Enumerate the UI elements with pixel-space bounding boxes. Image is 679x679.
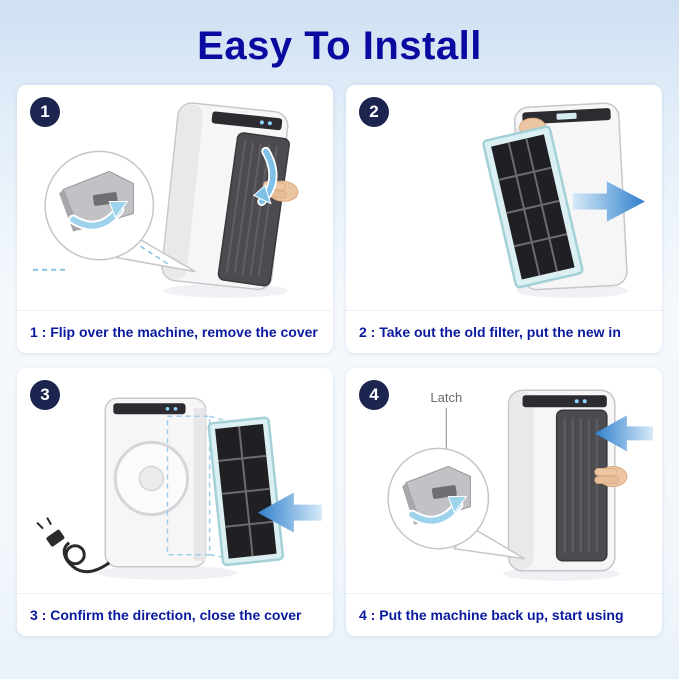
step-caption: 3 : Confirm the direction, close the cov… xyxy=(17,593,333,636)
latch-callout xyxy=(387,447,525,560)
step-caption: 1 : Flip over the machine, remove the co… xyxy=(17,310,333,353)
step-number-badge: 1 xyxy=(30,97,60,127)
dashed-guide xyxy=(138,245,168,265)
step-number: 2 xyxy=(369,102,379,121)
latch-callout xyxy=(44,150,196,273)
step-caption: 2 : Take out the old filter, put the new… xyxy=(346,310,662,353)
push-direction-arrow-icon xyxy=(594,415,653,452)
step-illustration-3 xyxy=(17,368,333,593)
power-cord xyxy=(36,517,111,574)
hand xyxy=(594,465,628,488)
front-cover xyxy=(555,409,608,562)
step-illustration-1 xyxy=(17,85,333,310)
remove-direction-arrow-icon xyxy=(572,181,645,222)
steps-grid: 1 xyxy=(17,85,662,636)
air-purifier-machine xyxy=(104,397,207,568)
step-illustration-2 xyxy=(346,85,662,310)
step-number-badge: 3 xyxy=(30,380,60,410)
latch-press-arrow-icon xyxy=(68,201,129,231)
step4-drawing: Latch xyxy=(387,389,653,581)
floor-shadow xyxy=(97,565,238,580)
insert-direction-arrow-icon xyxy=(257,492,322,533)
latch-press-arrow-icon xyxy=(407,496,468,526)
air-purifier-machine xyxy=(507,389,616,572)
alignment-guide xyxy=(166,415,211,556)
air-purifier-machine xyxy=(161,102,290,291)
step-caption: 4 : Put the machine back up, start using xyxy=(346,593,662,636)
step2-drawing xyxy=(482,102,645,298)
page-title: Easy To Install xyxy=(197,24,482,68)
step3-drawing xyxy=(36,397,322,580)
step-number: 1 xyxy=(40,102,50,121)
step-card-2: 2 xyxy=(346,85,662,353)
pull-direction-arrow-icon xyxy=(252,146,278,207)
step-illustration-4: Latch xyxy=(346,368,662,593)
step-number-badge: 4 xyxy=(359,380,389,410)
latch-label: Latch xyxy=(430,390,462,405)
step-number: 4 xyxy=(369,385,379,404)
step-card-1: 1 xyxy=(17,85,333,353)
air-filter xyxy=(482,125,584,289)
step-number-badge: 2 xyxy=(359,97,389,127)
air-filter xyxy=(207,416,285,567)
step-card-3: 3 xyxy=(17,368,333,636)
step-number: 3 xyxy=(40,385,50,404)
step1-drawing xyxy=(33,102,299,298)
step-card-4: 4 xyxy=(346,368,662,636)
